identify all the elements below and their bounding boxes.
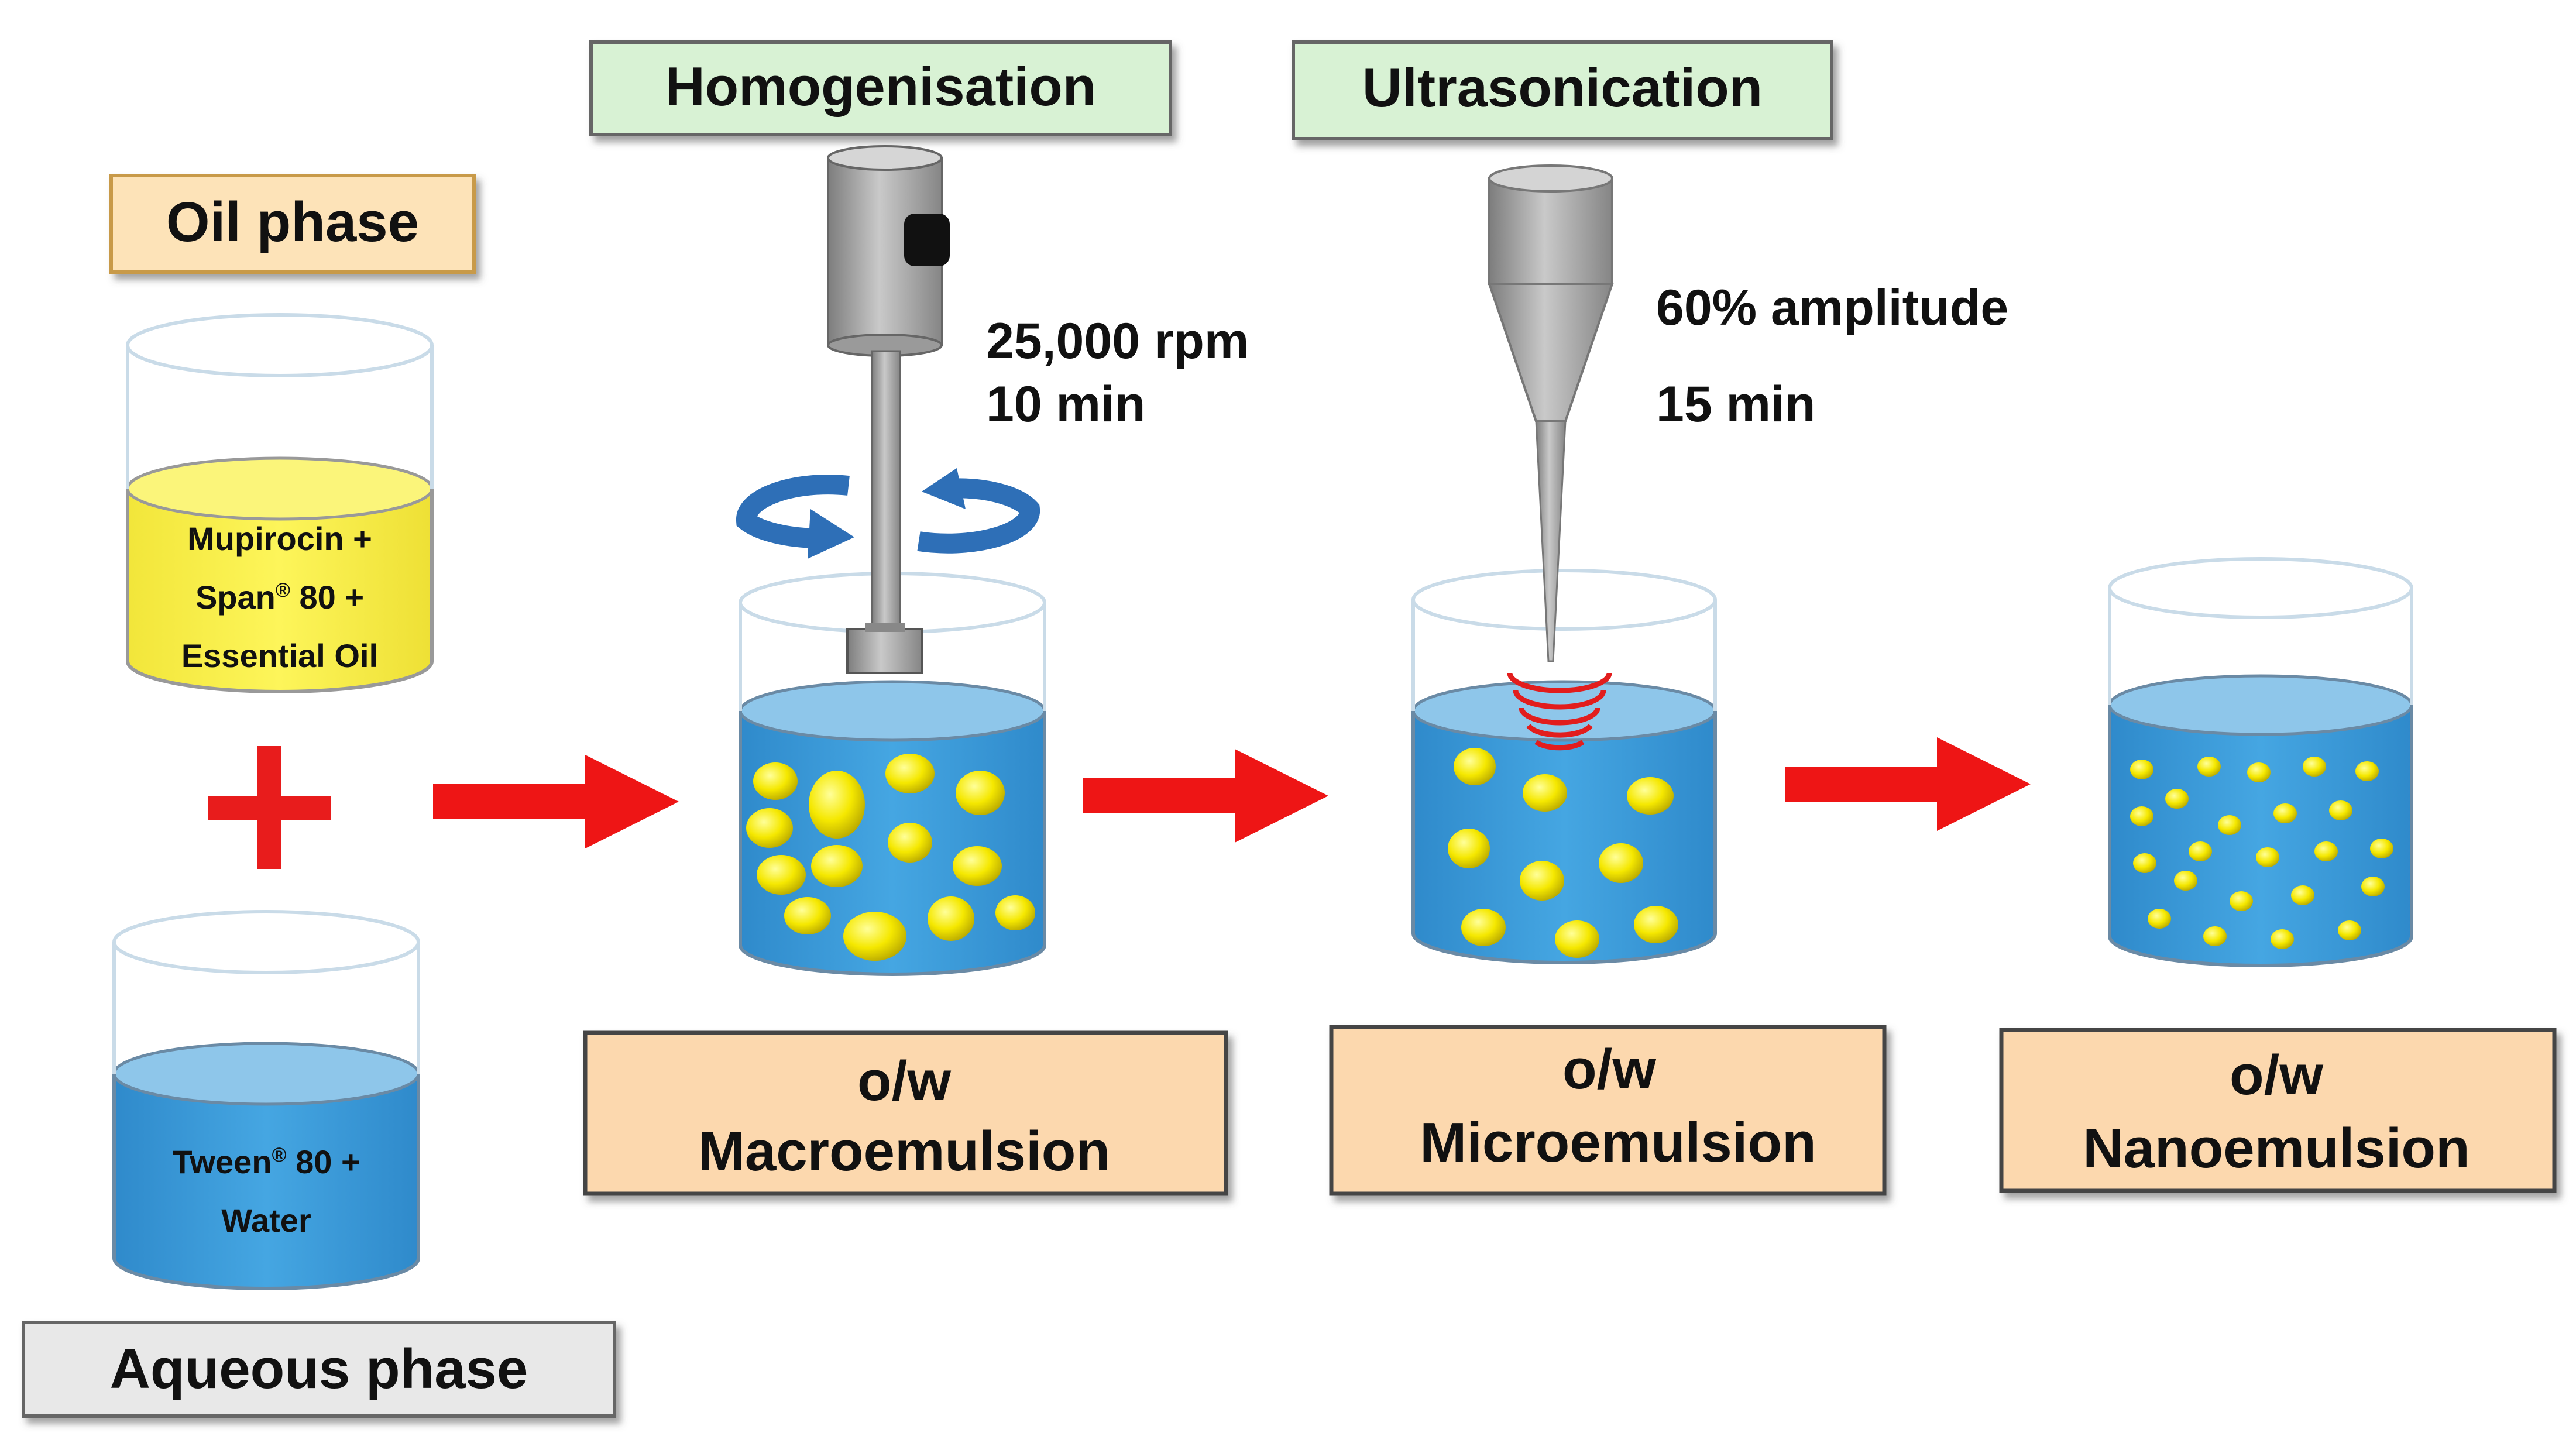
ultrasound-waves [1507, 672, 1612, 751]
homog-speed-text: 25,000 rpm [986, 313, 1249, 369]
oil-line2: Span® 80 + [195, 579, 364, 616]
nano-line2: Nanoemulsion [2083, 1117, 2469, 1180]
macro-line1: o/w [857, 1050, 951, 1112]
rotation-right-icon [917, 468, 1040, 554]
oil-phase-beaker: Mupirocin + Span® 80 + Essential Oil [126, 313, 434, 693]
oil-phase-label: Oil phase [109, 174, 476, 274]
homogenisation-label: Homogenisation [589, 40, 1172, 136]
microemulsion-label: o/w Microemulsion [1329, 1025, 1887, 1196]
aq-line1: Tween® 80 + [172, 1143, 360, 1180]
sonic-time-text: 15 min [1656, 376, 1815, 432]
arrow-right-icon [1785, 737, 2031, 831]
macroemulsion-label: o/w Macroemulsion [583, 1030, 1228, 1196]
homogenisation-text: Homogenisation [665, 56, 1096, 117]
medium-droplets [1448, 748, 1678, 958]
nanoemulsion-beaker [2108, 557, 2413, 967]
aqueous-phase-beaker: Tween® 80 + Water [112, 910, 420, 1290]
small-droplets [2130, 757, 2393, 949]
homogeniser-probe [827, 145, 950, 674]
rotation-left-icon [736, 475, 854, 559]
aq-line2: Water [221, 1202, 311, 1239]
homog-time-text: 10 min [986, 376, 1145, 432]
arrow-right-icon [1083, 749, 1328, 843]
nanoemulsion-label: o/w Nanoemulsion [1999, 1028, 2557, 1193]
nano-line1: o/w [2230, 1044, 2323, 1107]
ultrasonication-label: Ultrasonication [1292, 40, 1833, 140]
arrow-right-icon [433, 755, 679, 848]
micro-line2: Microemulsion [1420, 1111, 1816, 1174]
macro-line2: Macroemulsion [698, 1120, 1110, 1183]
oil-line3: Essential Oil [181, 637, 378, 674]
sonic-amplitude-text: 60% amplitude [1656, 280, 2008, 336]
micro-line1: o/w [1562, 1038, 1656, 1101]
aqueous-phase-label: Aqueous phase [22, 1321, 616, 1418]
ultrasonic-probe [1488, 164, 1614, 662]
oil-line1: Mupirocin + [187, 520, 372, 557]
microemulsion-beaker [1411, 569, 1717, 964]
plus-icon [208, 746, 331, 869]
aqueous-phase-text: Aqueous phase [110, 1338, 528, 1400]
oil-phase-text: Oil phase [166, 191, 419, 253]
large-droplets [746, 754, 1035, 961]
ultrasonication-text: Ultrasonication [1362, 57, 1763, 118]
macroemulsion-beaker [739, 572, 1046, 976]
